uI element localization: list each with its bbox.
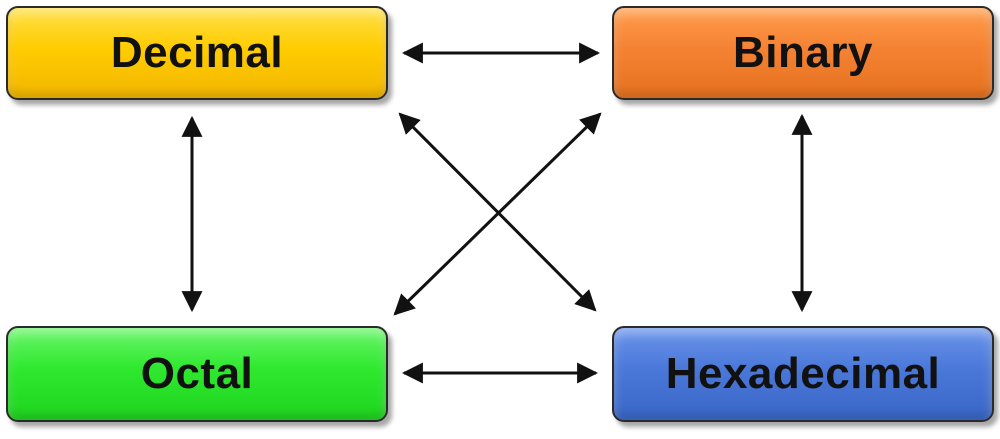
arrow-binary-octal bbox=[393, 112, 602, 316]
octal-label: Octal bbox=[140, 349, 254, 398]
octal-box: Octal bbox=[6, 326, 388, 422]
decimal-label: Decimal bbox=[110, 28, 284, 77]
hexadecimal-box: Hexadecimal bbox=[612, 326, 994, 422]
decimal-box: Decimal bbox=[6, 6, 388, 100]
hexadecimal-label: Hexadecimal bbox=[665, 349, 941, 398]
binary-box: Binary bbox=[612, 6, 994, 100]
binary-label: Binary bbox=[733, 28, 873, 77]
arrow-decimal-hexadecimal bbox=[398, 112, 597, 312]
